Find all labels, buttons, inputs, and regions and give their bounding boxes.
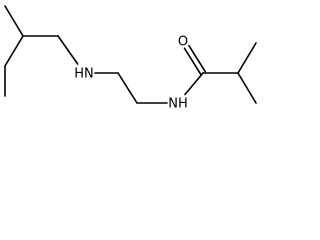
- bond-a10-a11: [237, 42, 257, 74]
- bond-a9-o1-b: [183, 47, 202, 76]
- bond-a1-a2: [4, 5, 24, 37]
- bond-a7-a8: [117, 72, 138, 104]
- bond-n2-a9: [184, 72, 204, 96]
- molecule-canvas: HN NH O: [0, 0, 266, 115]
- atom-label-n1: HN: [74, 67, 94, 82]
- atom-label-n2: NH: [168, 97, 188, 112]
- bond-a2-a4: [4, 35, 24, 67]
- atom-label-o1: O: [178, 35, 188, 50]
- bond-a9-o1-a: [188, 44, 206, 73]
- bond-a3-n1: [57, 35, 79, 65]
- bond-a10-a12: [237, 72, 257, 104]
- molecule-structure: HN NH O: [4, 5, 257, 112]
